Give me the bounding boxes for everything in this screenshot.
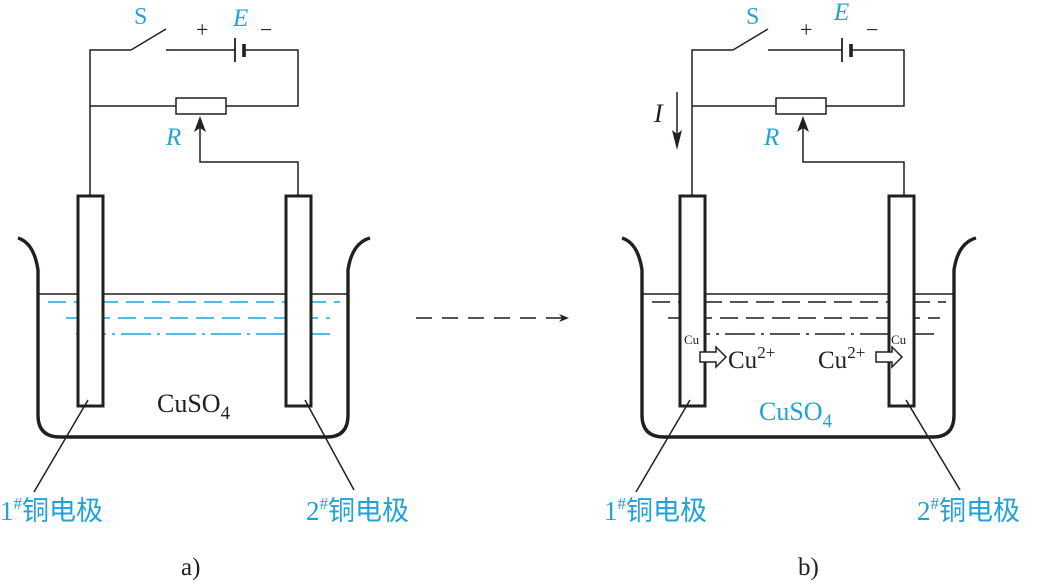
panel-a-resistor-label: R bbox=[165, 124, 181, 151]
panel-a-battery-label: E bbox=[232, 5, 248, 32]
panel-b-minus-sign: − bbox=[866, 17, 878, 42]
panel-b-resistor-label: R bbox=[763, 124, 779, 151]
panel-a-plus-sign: + bbox=[196, 17, 208, 42]
panel-b-electrode-1 bbox=[678, 194, 707, 408]
panel-a-electrode-2-label: 2#铜电极 bbox=[306, 494, 409, 527]
panel-a-electrode-2 bbox=[284, 194, 313, 408]
panel-b-electrode-2 bbox=[887, 194, 916, 408]
panel-b-right-ion-arrow bbox=[875, 345, 904, 369]
panel-a-minus-sign: − bbox=[260, 17, 272, 42]
panel-b-electrode-2-label: 2#铜电极 bbox=[917, 494, 1020, 527]
panel-b-resistor bbox=[775, 97, 827, 115]
panel-b-left-cu-label: Cu bbox=[684, 332, 700, 347]
panel-a-electrode-1 bbox=[76, 194, 105, 408]
panel-b-battery-label: E bbox=[833, 0, 849, 26]
panel-a-resistor bbox=[175, 97, 227, 115]
panel-b-electrode-1-label: 1#铜电极 bbox=[604, 494, 707, 527]
panel-a-leader-2 bbox=[304, 399, 355, 491]
panel-a-switch bbox=[130, 28, 167, 51]
panel-a-caption: a) bbox=[181, 554, 200, 581]
panel-a-beaker bbox=[17, 236, 371, 439]
panel-b-caption: b) bbox=[798, 554, 819, 581]
panel-a-circuit bbox=[89, 28, 299, 196]
panel-a-slider-arrow bbox=[194, 116, 206, 132]
panel-b-current-label: I bbox=[653, 99, 664, 128]
panel-b: S + E − R I Cu Cu2+ Cu2+ Cu CuSO4 1#铜电极 … bbox=[604, 0, 1020, 581]
panel-b-switch-label: S bbox=[746, 4, 759, 30]
panel-b-leader-1 bbox=[635, 399, 691, 493]
panel-b-electrolyte-label: CuSO4 bbox=[759, 397, 833, 432]
panel-a-leader-1 bbox=[33, 399, 89, 493]
panel-a-electrolyte-label: CuSO4 bbox=[157, 389, 231, 424]
panel-a: S + E − R CuSO4 1#铜电极 2#铜电极 a) bbox=[0, 4, 409, 581]
panel-b-current-arrow bbox=[672, 130, 682, 150]
panel-b-right-ion-label: Cu2+ bbox=[818, 343, 865, 374]
panel-b-left-ion-label: Cu2+ bbox=[728, 343, 775, 374]
panel-b-circuit bbox=[672, 28, 905, 196]
panel-b-beaker bbox=[621, 236, 977, 439]
panel-a-switch-label: S bbox=[134, 4, 147, 30]
panel-a-electrode-1-label: 1#铜电极 bbox=[0, 494, 103, 527]
panel-b-leader-2 bbox=[905, 399, 961, 491]
panel-b-left-ion-arrow bbox=[699, 345, 728, 369]
panel-b-plus-sign: + bbox=[800, 17, 812, 42]
panel-b-right-cu-label: Cu bbox=[891, 332, 907, 347]
panel-b-slider-arrow bbox=[797, 116, 809, 132]
panel-b-switch bbox=[732, 28, 769, 51]
